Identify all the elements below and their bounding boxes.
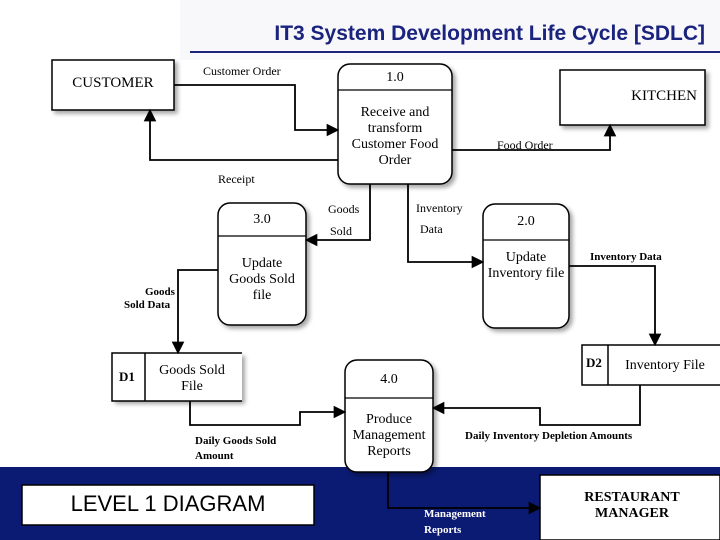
entity-manager: RESTAURANT MANAGER [584, 490, 680, 521]
flow-label-mgmt-reports-2: Reports [424, 524, 462, 536]
process-3-label: Update Goods Sold file [229, 256, 295, 303]
page-title: IT3 System Development Life Cycle [SDLC] [274, 22, 705, 45]
flow-label-goods-sold-data-1: Goods [145, 286, 175, 298]
flow-goods-sold-data [171, 269, 218, 355]
flow-daily-goods [189, 401, 347, 426]
footer-label-box [21, 484, 315, 526]
entity-customer: CUSTOMER [72, 75, 154, 91]
process-2-id: 2.0 [517, 214, 535, 229]
flow-label-goods-sold-2: Sold [330, 224, 353, 238]
flow-label-daily-inventory: Daily Inventory Depletion Amounts [465, 430, 633, 442]
flow-management-reports [387, 472, 542, 515]
flow-label-inventory-data: Inventory Data [590, 251, 662, 263]
flow-customer-order [174, 84, 340, 137]
process-4-id: 4.0 [380, 372, 398, 387]
flow-label-food-order: Food Order [497, 138, 553, 152]
entity-kitchen-box [559, 69, 706, 126]
flow-label-inventory-data-2: Data [420, 222, 443, 236]
flow-daily-inventory [431, 385, 641, 426]
process-3-shape [217, 202, 307, 326]
store-1-label: Goods Sold File [159, 363, 225, 394]
store-2-id: D2 [586, 355, 602, 370]
process-2-label: Update Inventory file [487, 250, 565, 281]
entity-kitchen: KITCHEN [631, 88, 697, 104]
flow-food-order [452, 123, 617, 151]
process-1-id: 1.0 [386, 70, 404, 85]
flow-label-goods-sold-1: Goods [328, 202, 360, 216]
flow-label-inventory-data-1: Inventory [416, 201, 463, 215]
flow-label-mgmt-reports-1: Management [424, 508, 486, 520]
flow-inventory-data-1 [407, 184, 485, 269]
flow-label-receipt: Receipt [218, 172, 255, 186]
flow-goods-sold [304, 184, 371, 247]
process-1-label: Receive and transform Customer Food Orde… [351, 105, 439, 168]
store-2-label: Inventory File [625, 358, 705, 373]
process-3-id: 3.0 [253, 212, 271, 227]
flow-label-goods-sold-data-2: Sold Data [124, 299, 171, 311]
flow-label-daily-goods-2: Amount [195, 450, 234, 462]
flow-inventory-data-2 [569, 265, 662, 347]
flow-label-daily-goods-1: Daily Goods Sold [195, 435, 277, 447]
flow-receipt [143, 108, 338, 161]
store-1-id: D1 [119, 369, 135, 384]
flow-label-customer-order: Customer Order [203, 64, 281, 78]
process-4-label: Produce Management Reports [352, 412, 426, 459]
footer-label: LEVEL 1 DIAGRAM [70, 491, 266, 516]
